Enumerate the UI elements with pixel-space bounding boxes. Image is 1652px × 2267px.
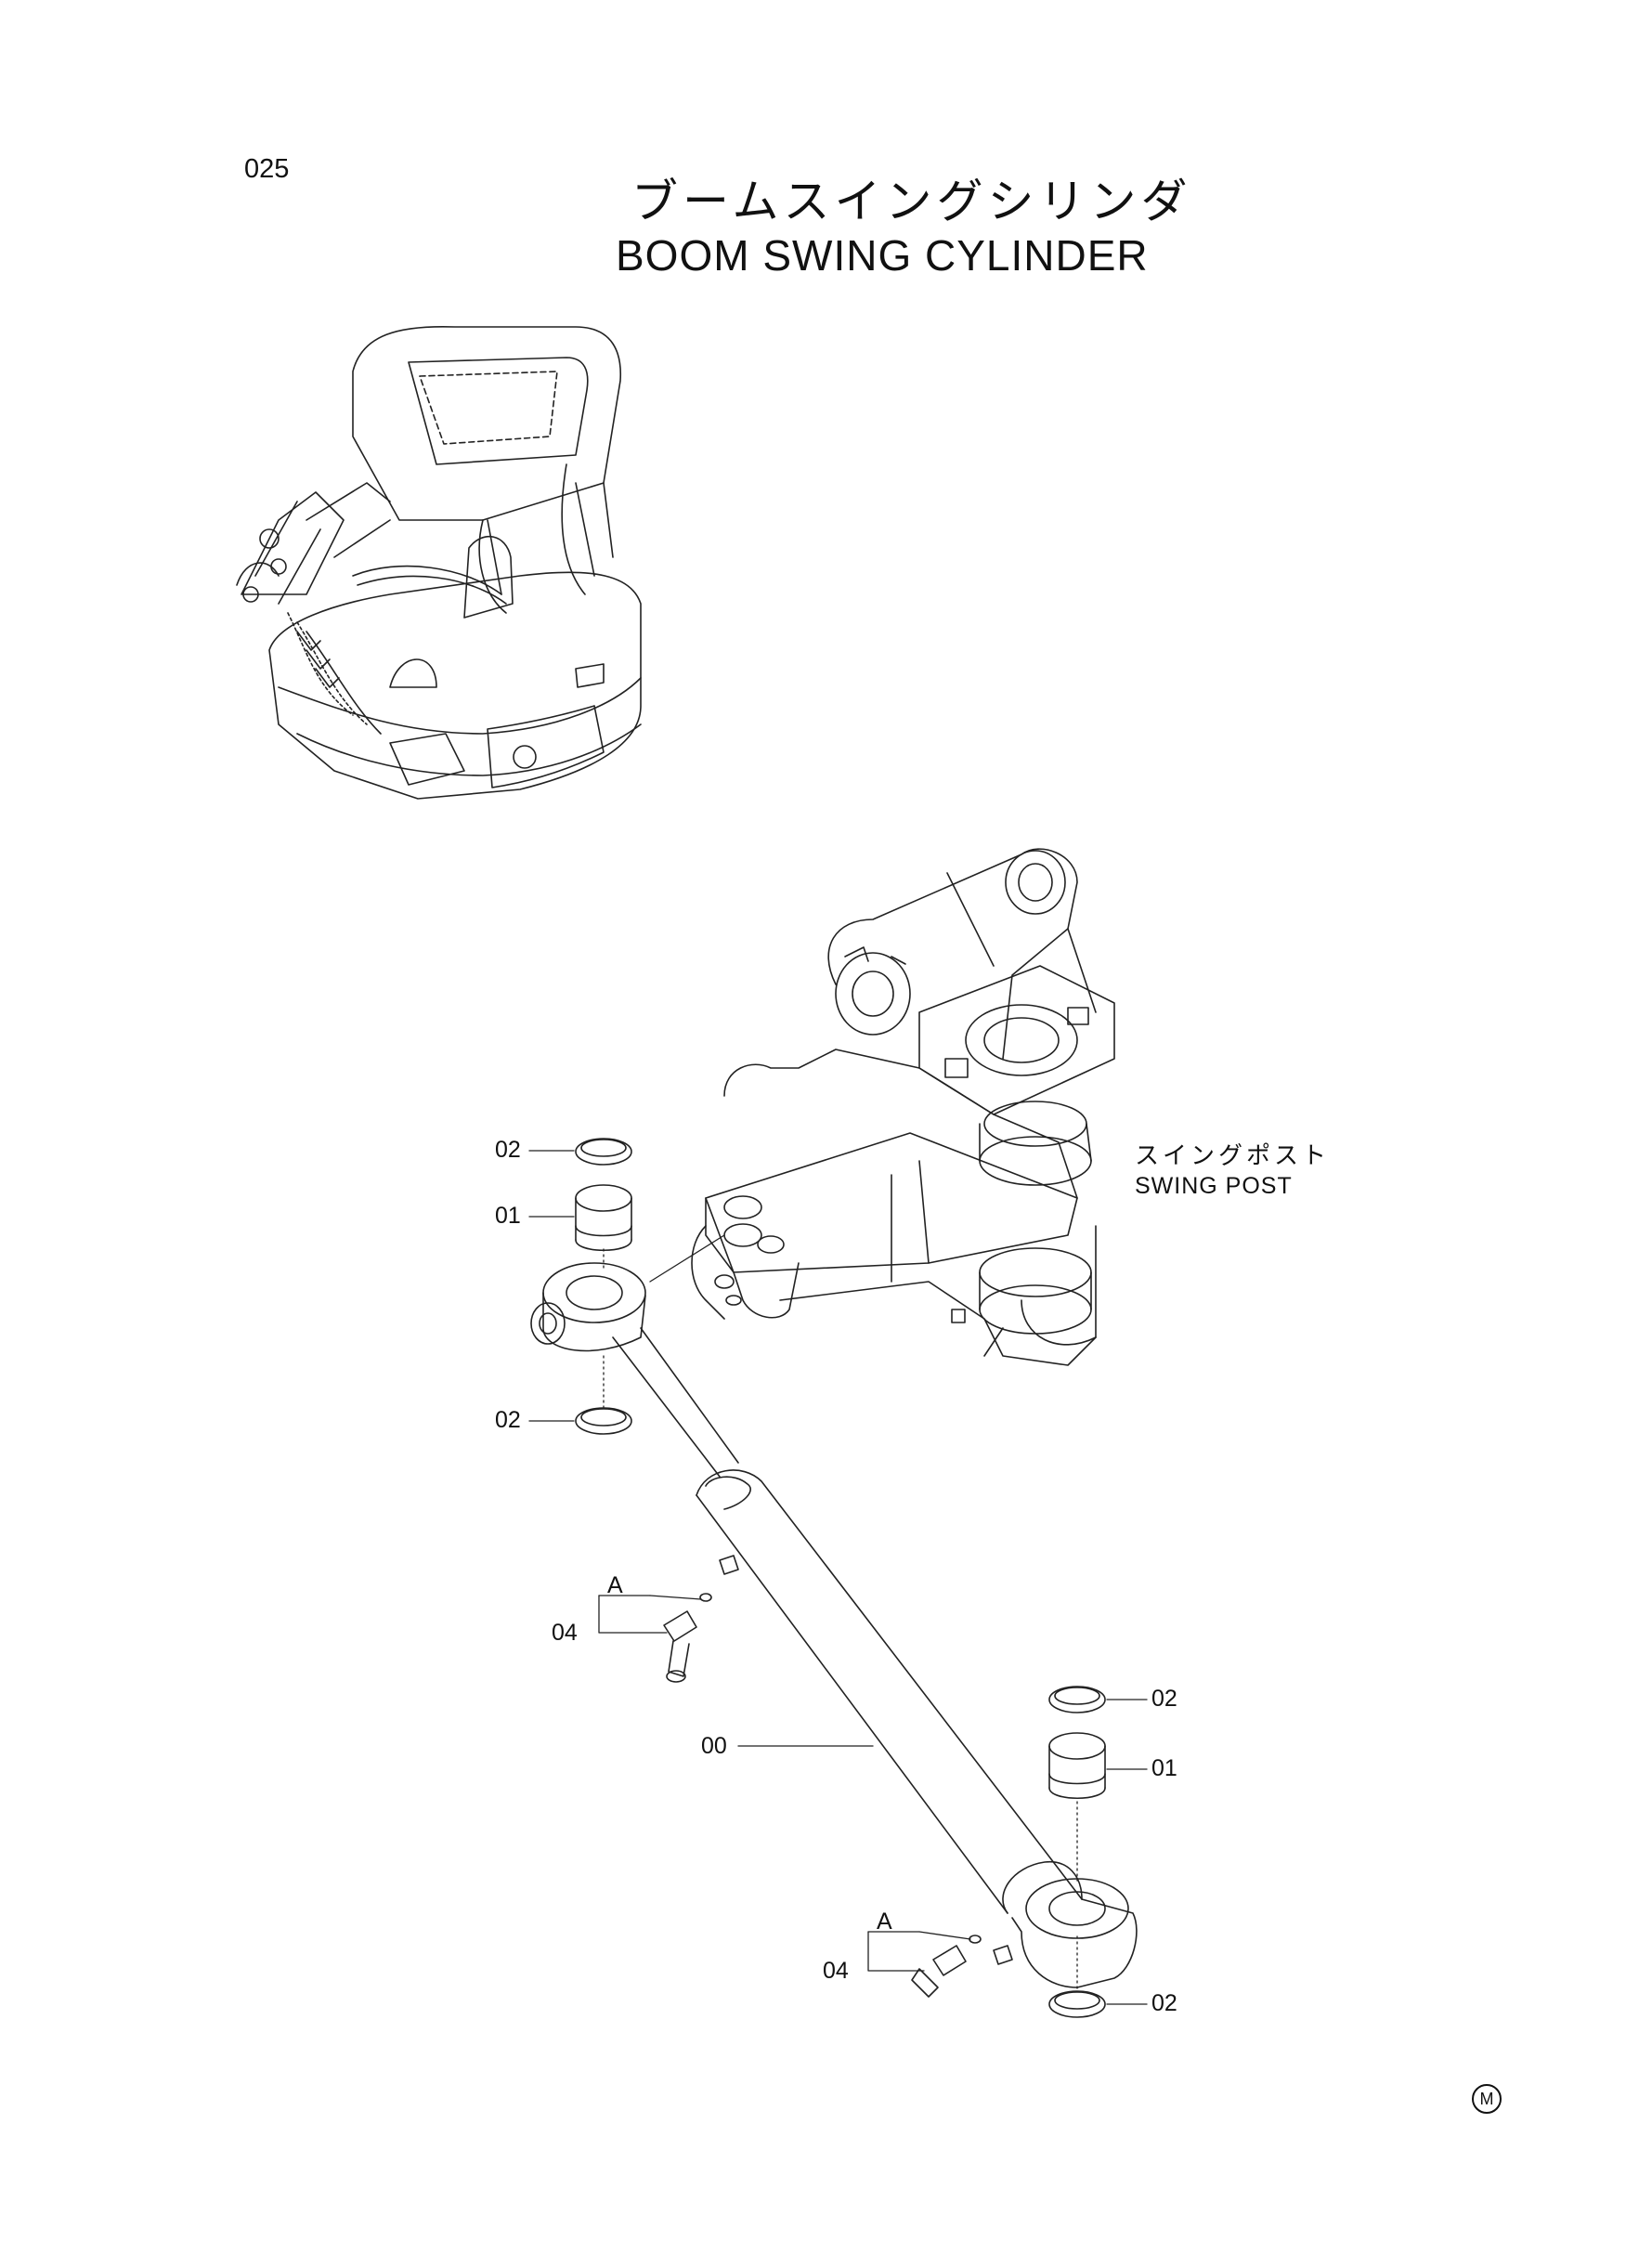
title-japanese: ブームスイングシリンダ <box>631 175 1192 228</box>
boom-swing-cylinder <box>531 1263 1137 1987</box>
swing-post-label-japanese: スイングポスト <box>1135 1142 1331 1170</box>
manufacturer-mark: M <box>1472 2084 1502 2114</box>
callout-a-upper: A <box>607 1572 623 1598</box>
callout-01-upper: 01 <box>495 1203 521 1229</box>
title-english: BOOM SWING CYLINDER <box>616 231 1149 280</box>
callout-00-cylinder: 00 <box>701 1733 727 1759</box>
callout-a-lower: A <box>877 1909 892 1935</box>
callout-04-upper: 04 <box>552 1620 578 1646</box>
bushings-and-seals <box>576 1139 1105 2017</box>
grease-fittings <box>664 1594 981 1997</box>
page-number: 025 <box>244 154 290 184</box>
callout-02-lower-bottom: 02 <box>1151 1990 1177 2016</box>
callout-01-lower: 01 <box>1151 1755 1177 1781</box>
swing-post-illustration <box>692 849 1114 1365</box>
callout-02-upper-top: 02 <box>495 1137 521 1163</box>
excavator-illustration <box>237 327 641 799</box>
callout-02-upper-bottom: 02 <box>495 1407 521 1433</box>
callout-02-lower-top: 02 <box>1151 1686 1177 1712</box>
callout-04-lower: 04 <box>823 1958 849 1984</box>
leader-lines <box>529 1151 1147 2004</box>
swing-post-label-english: SWING POST <box>1135 1173 1293 1199</box>
